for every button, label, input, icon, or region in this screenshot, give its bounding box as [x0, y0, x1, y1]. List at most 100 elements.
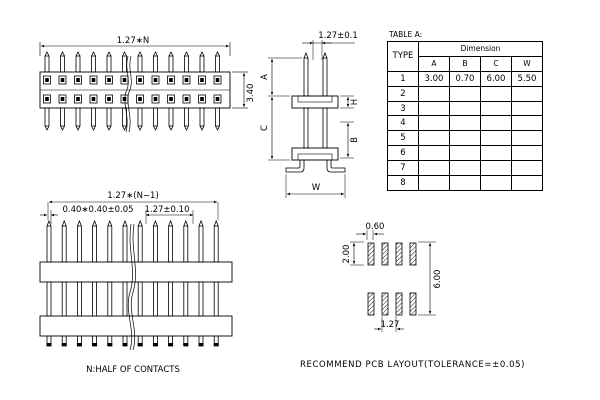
side-label-b: B: [350, 137, 360, 143]
front-pin-foot: [137, 343, 143, 346]
front-pin-middle: [61, 281, 67, 317]
top-contact-cell: [105, 94, 113, 104]
top-contact-cell: [74, 75, 82, 85]
table-type-cell: 7: [387, 160, 419, 177]
front-pin-middle: [183, 281, 189, 317]
top-contact-cell: [43, 94, 51, 104]
front-pin-foot: [152, 343, 158, 346]
front-pin-tip: [153, 219, 158, 227]
front-pin-middle: [77, 281, 82, 317]
pcb-pad: [381, 292, 389, 316]
top-contact-pin: [169, 78, 173, 82]
table-value-cell: [480, 160, 512, 177]
side-label-h: H: [350, 99, 360, 105]
top-contact-cell: [182, 75, 191, 85]
top-pin-tip: [44, 125, 50, 131]
top-contact-cell: [58, 94, 67, 104]
front-pin-middle: [122, 281, 128, 317]
front-pin-upper: [198, 225, 204, 263]
top-pin-tip: [199, 51, 205, 57]
top-view: 1.27∗N 3.40: [39, 36, 256, 133]
top-contact-cell: [182, 94, 191, 104]
pcb-pad: [409, 292, 417, 316]
top-pin-tip: [106, 51, 112, 57]
top-contact-pin: [138, 78, 142, 82]
top-pin-tip: [153, 125, 158, 131]
front-pin-tip: [183, 219, 189, 227]
top-contact-pin: [169, 97, 173, 101]
table-row: 4: [387, 115, 543, 132]
table-row: 7: [387, 160, 543, 177]
front-pin-upper: [77, 225, 82, 263]
table-value-cell: [449, 145, 481, 162]
table-value-cell: [449, 130, 481, 147]
table-value-cell: [480, 175, 512, 191]
side-label-w: W: [312, 183, 321, 193]
front-pin-tip: [92, 219, 97, 227]
front-pin-middle: [152, 281, 158, 317]
table-row: 3: [387, 100, 543, 117]
table-value-cell: [480, 85, 512, 102]
top-pin-tip: [215, 125, 220, 131]
pcb-pad: [409, 242, 417, 266]
top-pin-tip: [75, 51, 81, 57]
front-pin-upper: [61, 225, 67, 263]
front-pin-middle: [198, 281, 204, 317]
top-view-pins: [43, 51, 222, 131]
top-contact-pin: [153, 97, 158, 101]
side-pitch-label: 1.27±0.1: [318, 31, 358, 41]
pcb-pad-width-label: 0.60: [366, 222, 385, 232]
top-pin-lower: [215, 107, 220, 127]
top-contact-pin: [215, 78, 220, 82]
table-value-cell: [480, 100, 512, 117]
front-pin-tip: [61, 219, 67, 227]
top-pin-lower: [153, 107, 158, 127]
pcb-pad-height-label: 2.00: [342, 245, 352, 264]
top-contact-cell: [198, 75, 206, 85]
top-contact-pin: [60, 78, 65, 82]
front-pin-upper: [152, 225, 158, 263]
table-type-cell: 3: [387, 100, 419, 117]
top-pin-lower: [199, 107, 205, 127]
front-pin-upper: [92, 225, 97, 263]
table-value-cell: 6.00: [480, 70, 512, 87]
table-column-header: B: [449, 55, 481, 72]
top-pin-tip: [184, 125, 189, 131]
table-type-cell: 1: [387, 70, 419, 87]
top-pin-lower: [137, 107, 143, 127]
top-pin-lower: [44, 107, 50, 127]
table-value-cell: [449, 175, 481, 191]
top-contact-cell: [198, 94, 206, 104]
table-value-cell: [418, 100, 450, 117]
front-pin-upper: [183, 225, 189, 263]
top-pin-upper: [91, 55, 96, 73]
pcb-pad: [367, 242, 375, 266]
front-pin-middle: [137, 281, 143, 317]
table-type-cell: 6: [387, 145, 419, 162]
top-pin-tip: [91, 125, 96, 131]
pcb-pad: [395, 292, 403, 316]
top-contact-pin: [122, 78, 127, 82]
top-pin-tip: [106, 125, 112, 131]
pcb-span-label: 6.00: [433, 270, 443, 289]
top-pin-tip: [168, 51, 174, 57]
top-contact-cell: [151, 94, 160, 104]
top-pin-tip: [184, 51, 189, 57]
side-view: 1.27±0.1 A C H: [260, 31, 360, 198]
front-pin-foot: [213, 343, 219, 346]
table-type-header: TYPE: [387, 41, 419, 72]
top-contact-pin: [76, 78, 80, 82]
top-pin-upper: [75, 55, 81, 73]
top-contact-cell: [74, 94, 82, 104]
top-pin-tip: [137, 125, 143, 131]
top-contact-pin: [107, 78, 111, 82]
top-pin-tip: [199, 125, 205, 131]
table-type-cell: 2: [387, 85, 419, 102]
front-pin-tip: [198, 219, 204, 227]
table-value-cell: [449, 100, 481, 117]
front-overall-label: 1.27∗(N−1): [107, 191, 159, 201]
top-pin-tip: [215, 51, 220, 57]
top-contact-pin: [91, 97, 96, 101]
